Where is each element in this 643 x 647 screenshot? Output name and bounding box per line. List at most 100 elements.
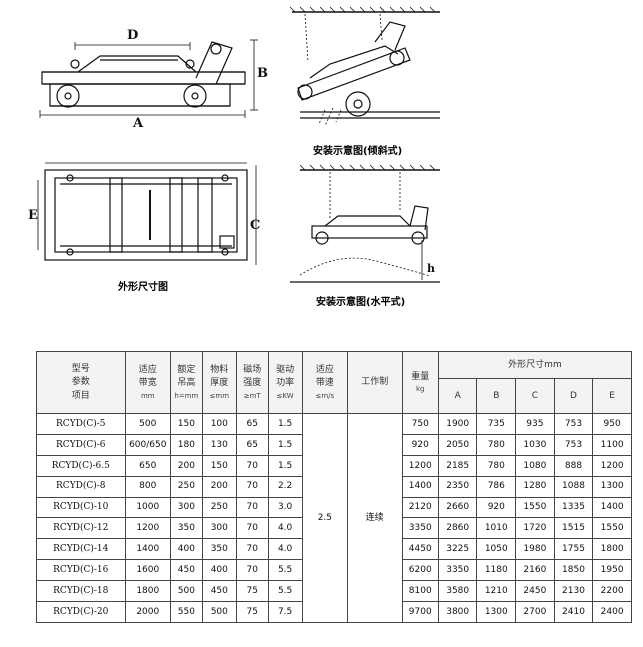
header-drive-power: 驱动 功率 ≤KW bbox=[267, 351, 303, 414]
model-cell: RCYD(C)-12 bbox=[36, 517, 126, 540]
dim-d-cell: 1755 bbox=[553, 538, 594, 561]
dim-c-cell: 1080 bbox=[515, 454, 555, 477]
drive-power-cell: 7.5 bbox=[267, 601, 303, 623]
drive-power-cell: 5.5 bbox=[267, 559, 303, 582]
drive-power-cell: 4.0 bbox=[267, 538, 303, 561]
horizontal-installation-caption: 安装示意图(水平式) bbox=[316, 297, 406, 308]
model-cell: RCYD(C)-14 bbox=[36, 538, 126, 561]
model-cell: RCYD(C)-6 bbox=[36, 433, 126, 456]
header-weight: 重量 kg bbox=[401, 351, 439, 414]
lift-height-cell: 350 bbox=[169, 517, 203, 540]
working-mode-cell: 连续 bbox=[347, 413, 403, 623]
technical-drawings: 安装示意图(倾斜式) 外形尺寸图 安装示意图(水平式) A B D C E h bbox=[28, 6, 440, 308]
dimension-label-a: A bbox=[133, 116, 144, 131]
dim-e-cell: 1200 bbox=[592, 454, 632, 477]
model-cell: RCYD(C)-6.5 bbox=[36, 454, 126, 477]
dim-b-cell: 920 bbox=[476, 496, 517, 519]
outline-dimensions-caption: 外形尺寸图 bbox=[118, 282, 168, 293]
header-model: 型号 参数 项目 bbox=[36, 351, 126, 414]
thickness-cell: 350 bbox=[201, 538, 237, 561]
header-working-mode: 工作制 bbox=[347, 351, 403, 414]
dim-c-cell: 935 bbox=[515, 413, 555, 435]
weight-cell: 4450 bbox=[401, 538, 439, 561]
dimension-label-h: h bbox=[427, 262, 435, 275]
dim-a-cell: 3350 bbox=[437, 559, 478, 582]
dimension-label-c: C bbox=[250, 218, 261, 233]
field-strength-cell: 70 bbox=[235, 538, 269, 561]
dim-b-cell: 786 bbox=[476, 475, 517, 498]
dim-e-cell: 1300 bbox=[592, 475, 632, 498]
dim-a-cell: 1900 bbox=[437, 413, 478, 435]
field-strength-cell: 75 bbox=[235, 601, 269, 623]
belt-width-cell: 1400 bbox=[124, 538, 171, 561]
model-cell: RCYD(C)-8 bbox=[36, 475, 126, 498]
lift-height-cell: 150 bbox=[169, 413, 203, 435]
drive-power-cell: 1.5 bbox=[267, 454, 303, 477]
field-strength-cell: 70 bbox=[235, 559, 269, 582]
drive-power-cell: 4.0 bbox=[267, 517, 303, 540]
header-field-strength: 磁场 强度 ≥mT bbox=[235, 351, 269, 414]
header-dim-e: E bbox=[592, 378, 632, 414]
dim-d-cell: 1850 bbox=[553, 559, 594, 582]
weight-cell: 3350 bbox=[401, 517, 439, 540]
field-strength-cell: 70 bbox=[235, 496, 269, 519]
lift-height-cell: 450 bbox=[169, 559, 203, 582]
model-cell: RCYD(C)-16 bbox=[36, 559, 126, 582]
dim-a-cell: 2660 bbox=[437, 496, 478, 519]
lift-height-cell: 300 bbox=[169, 496, 203, 519]
dim-a-cell: 2350 bbox=[437, 475, 478, 498]
dim-c-cell: 1980 bbox=[515, 538, 555, 561]
drive-power-cell: 3.0 bbox=[267, 496, 303, 519]
thickness-cell: 200 bbox=[201, 475, 237, 498]
header-dim-b: B bbox=[476, 378, 517, 414]
model-cell: RCYD(C)-5 bbox=[36, 413, 126, 435]
dim-e-cell: 2200 bbox=[592, 580, 632, 603]
header-dim-d: D bbox=[553, 378, 594, 414]
belt-width-cell: 2000 bbox=[124, 601, 171, 623]
dim-e-cell: 1550 bbox=[592, 517, 632, 540]
belt-width-cell: 650 bbox=[124, 454, 171, 477]
belt-width-cell: 500 bbox=[124, 413, 171, 435]
dim-d-cell: 1088 bbox=[553, 475, 594, 498]
header-belt-speed: 适应 带速 ≤m/s bbox=[301, 351, 349, 414]
lift-height-cell: 180 bbox=[169, 433, 203, 456]
dim-d-cell: 1335 bbox=[553, 496, 594, 519]
dim-d-cell: 753 bbox=[553, 433, 594, 456]
weight-cell: 1400 bbox=[401, 475, 439, 498]
belt-width-cell: 800 bbox=[124, 475, 171, 498]
lift-height-cell: 500 bbox=[169, 580, 203, 603]
model-cell: RCYD(C)-20 bbox=[36, 601, 126, 623]
thickness-cell: 150 bbox=[201, 454, 237, 477]
belt-speed-cell: 2.5 bbox=[301, 413, 349, 623]
top-view-drawing bbox=[37, 162, 257, 265]
dim-e-cell: 1400 bbox=[592, 496, 632, 519]
spec-table: 型号 参数 项目 适应 带宽 mm 额定 吊高 h=mm 物料 厚度 ≤mm 磁… bbox=[36, 351, 633, 623]
model-cell: RCYD(C)-18 bbox=[36, 580, 126, 603]
dim-b-cell: 1050 bbox=[476, 538, 517, 561]
dim-d-cell: 2410 bbox=[553, 601, 594, 623]
header-material-thickness: 物料 厚度 ≤mm bbox=[201, 351, 237, 414]
dim-e-cell: 2400 bbox=[592, 601, 632, 623]
weight-cell: 6200 bbox=[401, 559, 439, 582]
dim-a-cell: 2185 bbox=[437, 454, 478, 477]
dim-d-cell: 2130 bbox=[553, 580, 594, 603]
model-cell: RCYD(C)-10 bbox=[36, 496, 126, 519]
weight-cell: 920 bbox=[401, 433, 439, 456]
belt-width-cell: 1600 bbox=[124, 559, 171, 582]
dim-d-cell: 753 bbox=[553, 413, 594, 435]
dimension-label-e: E bbox=[28, 208, 38, 223]
dim-c-cell: 2160 bbox=[515, 559, 555, 582]
field-strength-cell: 70 bbox=[235, 517, 269, 540]
dim-a-cell: 2860 bbox=[437, 517, 478, 540]
thickness-cell: 400 bbox=[201, 559, 237, 582]
dim-a-cell: 3225 bbox=[437, 538, 478, 561]
dim-c-cell: 2450 bbox=[515, 580, 555, 603]
thickness-cell: 130 bbox=[201, 433, 237, 456]
dim-b-cell: 1010 bbox=[476, 517, 517, 540]
dim-c-cell: 2700 bbox=[515, 601, 555, 623]
